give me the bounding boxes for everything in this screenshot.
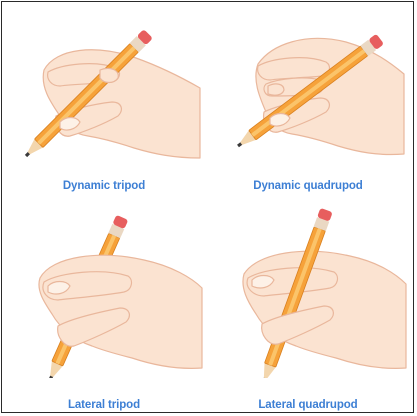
middle-fingertip-overlay bbox=[268, 84, 284, 95]
grip-label-lateral-tripod: Lateral tripod bbox=[4, 399, 204, 411]
grip-panel-dynamic-tripod: Dynamic tripod bbox=[4, 8, 204, 208]
grip-label-lateral-quadrupod: Lateral quadrupod bbox=[208, 399, 408, 411]
dynamic-tripod-grip-illustration bbox=[4, 8, 204, 178]
grip-panel-dynamic-quadrupod: Dynamic quadrupod bbox=[208, 8, 408, 208]
lateral-quadrupod-grip-illustration bbox=[208, 208, 408, 378]
index-fingertip-overlay bbox=[100, 68, 118, 82]
grip-label-dynamic-quadrupod: Dynamic quadrupod bbox=[208, 180, 408, 192]
grip-label-dynamic-tripod: Dynamic tripod bbox=[4, 180, 204, 192]
dynamic-quadrupod-grip-illustration bbox=[208, 8, 408, 178]
grip-panel-lateral-tripod: Lateral tripod bbox=[4, 208, 204, 408]
grip-panel-lateral-quadrupod: Lateral quadrupod bbox=[208, 208, 408, 408]
lateral-tripod-grip-illustration bbox=[4, 208, 204, 378]
